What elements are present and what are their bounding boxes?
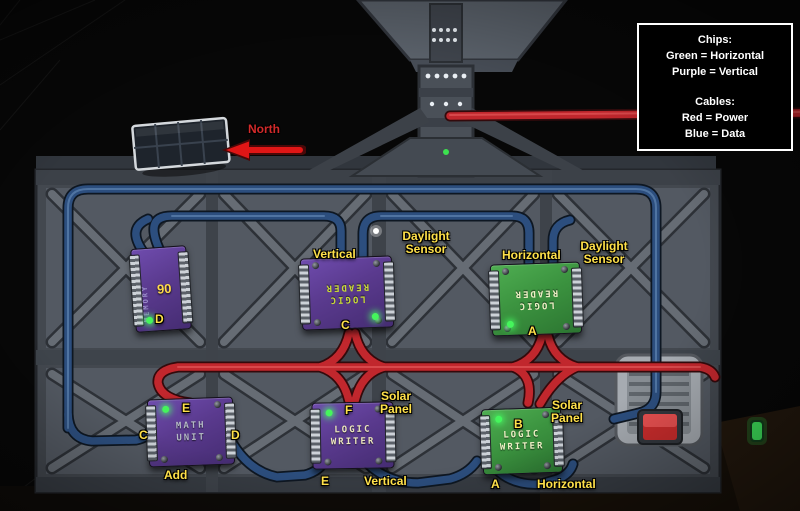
- label-pin-f-writer: F: [345, 403, 353, 417]
- label-reader-c-device: Daylight Sensor: [396, 230, 456, 256]
- label-writer-f-device: Solar Panel: [372, 390, 420, 416]
- math-unit-chip[interactable]: MATH UNIT: [145, 396, 237, 468]
- label-pin-d-math: D: [231, 428, 240, 442]
- label-writer-f-axis: Vertical: [364, 474, 407, 488]
- label-pin-a-writer: A: [491, 477, 500, 491]
- legend-chips-green: Green = Horizontal: [665, 50, 765, 62]
- label-math-operation: Add: [164, 468, 188, 482]
- chip-title-line: LOGIC: [503, 429, 541, 441]
- chip-title-line: WRITER: [330, 436, 376, 447]
- legend-cables-header: Cables:: [695, 96, 735, 108]
- label-writer-b-axis: Horizontal: [537, 477, 596, 491]
- label-pin-c-math: C: [139, 428, 148, 442]
- label-reader-c-axis: Vertical: [313, 247, 356, 261]
- chip-title-line: WRITER: [499, 441, 545, 453]
- legend-chips-header: Chips:: [697, 34, 733, 46]
- status-led: [325, 409, 333, 417]
- north-indicator: North: [222, 120, 307, 167]
- label-reader-a-device: Daylight Sensor: [574, 240, 634, 266]
- chip-title-line: READER: [324, 281, 370, 293]
- solar-panel[interactable]: [131, 116, 231, 180]
- label-line: Sensor: [583, 252, 625, 266]
- chip-title-line: LOGIC: [334, 424, 372, 435]
- status-led: [145, 316, 154, 325]
- chip-title: MATH UNIT: [148, 398, 234, 467]
- white-indicator-light: [370, 225, 382, 237]
- label-line: Sensor: [405, 242, 447, 256]
- north-label: North: [248, 122, 280, 136]
- chip-title-line: UNIT: [176, 432, 207, 444]
- label-line: Panel: [379, 402, 412, 416]
- label-reader-a-axis: Horizontal: [502, 248, 561, 262]
- dish-status-led: [443, 149, 449, 155]
- chip-title-line: READER: [513, 287, 559, 299]
- label-pin-a: A: [528, 324, 537, 338]
- memory-value: 90: [156, 280, 172, 297]
- label-pin-c: C: [341, 318, 350, 332]
- label-pin-e-math: E: [182, 401, 191, 415]
- legend-cables-blue: Blue = Data: [684, 128, 746, 140]
- legend-cables-red: Red = Power: [681, 112, 749, 124]
- label-pin-d-memory: D: [155, 312, 164, 326]
- chip-title-line: LOGIC: [517, 299, 555, 311]
- label-pin-b-writer: B: [514, 417, 523, 431]
- green-indicator-light: [747, 417, 767, 445]
- label-line: Panel: [550, 411, 583, 425]
- chip-title-line: MATH: [175, 420, 206, 432]
- legend-chips-purple: Purple = Vertical: [672, 66, 758, 78]
- chip-title-line: LOGIC: [328, 293, 366, 305]
- label-pin-e-writer: E: [321, 474, 330, 488]
- power-switch[interactable]: [637, 409, 683, 445]
- label-writer-b-device: Solar Panel: [543, 399, 591, 425]
- legend-panel: Chips: Green = Horizontal Purple = Verti…: [637, 23, 793, 151]
- north-arrow-icon: [222, 139, 307, 161]
